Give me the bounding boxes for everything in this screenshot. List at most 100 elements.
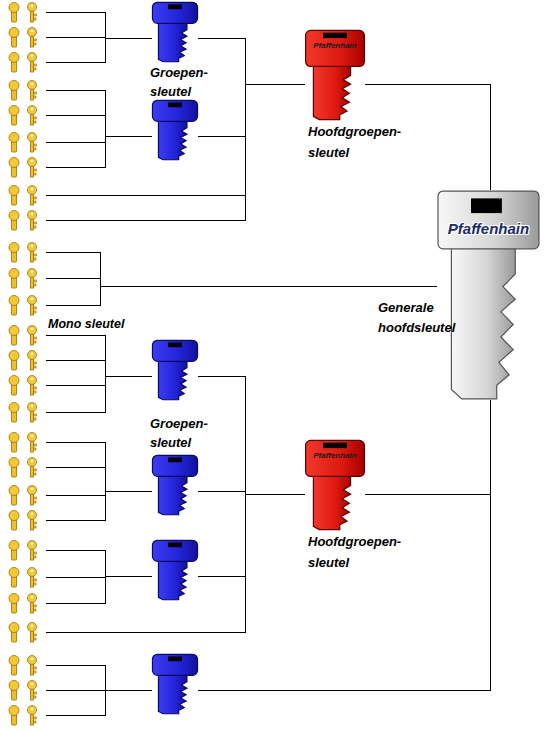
- cylinder-icon: [6, 131, 46, 153]
- main-group-key: PfaffenhainHoofdgroepen-sleutel: [305, 440, 365, 530]
- lock-cylinder: [6, 1, 46, 23]
- connector-line: [46, 90, 152, 136]
- cylinder-icon: [6, 184, 46, 206]
- connector-line: [198, 376, 305, 494]
- lock-cylinder: [6, 324, 46, 346]
- lock-cylinder: [6, 621, 46, 643]
- connector-line: [198, 400, 490, 690]
- cylinder-icon: [6, 704, 46, 726]
- cylinder-icon: [6, 374, 46, 396]
- connector-line: [46, 84, 305, 220]
- cylinder-icon: [6, 104, 46, 126]
- cylinder-icon: [6, 267, 46, 289]
- cylinder-icon: [6, 156, 46, 178]
- key-shape: [152, 654, 198, 714]
- lock-cylinder: [6, 131, 46, 153]
- group-key: [152, 455, 198, 515]
- group-key: Groepen-sleutel: [152, 2, 198, 62]
- connector-line: [46, 550, 152, 576]
- key-label: Groepen-sleutel: [150, 415, 214, 453]
- connector-line: [46, 491, 152, 520]
- cylinder-icon: [6, 484, 46, 506]
- key-label: Generale hoofdsleutel: [378, 298, 470, 337]
- key-label: Hoofdgroepen-sleutel: [308, 122, 420, 164]
- lock-cylinder: [6, 349, 46, 371]
- cylinder-icon: [6, 51, 46, 73]
- lock-cylinder: [6, 456, 46, 478]
- cylinder-icon: [6, 566, 46, 588]
- group-key: [152, 540, 198, 600]
- cylinder-icon: [6, 79, 46, 101]
- connector-line: [46, 136, 152, 167]
- key-shape: [152, 100, 198, 160]
- connector-line: [46, 376, 152, 385]
- lock-cylinder: [6, 156, 46, 178]
- connector-line: [365, 400, 490, 494]
- connector-line: [46, 84, 305, 195]
- lock-cylinder: [6, 509, 46, 531]
- connector-line: [46, 576, 152, 603]
- cylinder-icon: [6, 654, 46, 676]
- lock-cylinder: [6, 104, 46, 126]
- key-shape: [152, 540, 198, 600]
- cylinder-icon: [6, 401, 46, 423]
- lock-cylinder: [6, 209, 46, 231]
- lock-cylinder: [6, 374, 46, 396]
- lock-cylinder: [6, 484, 46, 506]
- lock-cylinder: [6, 679, 46, 701]
- lock-cylinder: [6, 241, 46, 263]
- lock-cylinder: [6, 294, 46, 316]
- key-shape: [152, 2, 198, 62]
- cylinder-icon: [6, 294, 46, 316]
- cylinder-icon: [6, 349, 46, 371]
- cylinder-icon: [6, 539, 46, 561]
- group-key: [152, 100, 198, 160]
- lock-cylinder: [6, 431, 46, 453]
- connector-line: [46, 278, 437, 287]
- lock-cylinder: [6, 592, 46, 614]
- connector-line: [46, 335, 152, 376]
- connector-line: [46, 690, 152, 715]
- connector-line: [46, 115, 152, 136]
- connector-line: [46, 252, 437, 287]
- lock-cylinder: [6, 401, 46, 423]
- group-key: [152, 654, 198, 714]
- lock-cylinder: [6, 539, 46, 561]
- key-label: Hoofdgroepen-sleutel: [308, 532, 420, 574]
- key-type-label: Mono sleutel: [48, 317, 124, 331]
- lock-cylinder: [6, 26, 46, 48]
- lock-cylinder: [6, 184, 46, 206]
- connector-line: [198, 84, 305, 136]
- grand-master-key: PfaffenhainGenerale hoofdsleutel: [437, 190, 540, 400]
- connector-line: [198, 494, 305, 576]
- connector-line: [46, 491, 152, 495]
- key-shape: [152, 455, 198, 515]
- cylinder-icon: [6, 209, 46, 231]
- connector-line: [46, 467, 152, 491]
- connector-line: [46, 38, 152, 62]
- cylinder-icon: [6, 456, 46, 478]
- cylinder-icon: [6, 1, 46, 23]
- connector-line: [46, 665, 152, 690]
- cylinder-icon: [6, 509, 46, 531]
- lock-cylinder: [6, 704, 46, 726]
- connector-line: [46, 360, 152, 376]
- cylinder-icon: [6, 26, 46, 48]
- cylinder-icon: [6, 324, 46, 346]
- brand-logo: Pfaffenhain: [439, 220, 538, 238]
- main-group-key: PfaffenhainHoofdgroepen-sleutel: [305, 30, 365, 120]
- key-shape: [152, 340, 198, 400]
- cylinder-icon: [6, 621, 46, 643]
- cylinder-icon: [6, 241, 46, 263]
- connector-line: [46, 376, 152, 412]
- cylinder-icon: [6, 431, 46, 453]
- lock-cylinder: [6, 654, 46, 676]
- key-label: Groepen-sleutel: [150, 64, 214, 102]
- lock-cylinder: [6, 51, 46, 73]
- lock-cylinder: [6, 79, 46, 101]
- group-key: Groepen-sleutel: [152, 340, 198, 400]
- brand-logo: Pfaffenhain: [305, 41, 365, 51]
- connector-line: [46, 136, 152, 142]
- cylinder-icon: [6, 679, 46, 701]
